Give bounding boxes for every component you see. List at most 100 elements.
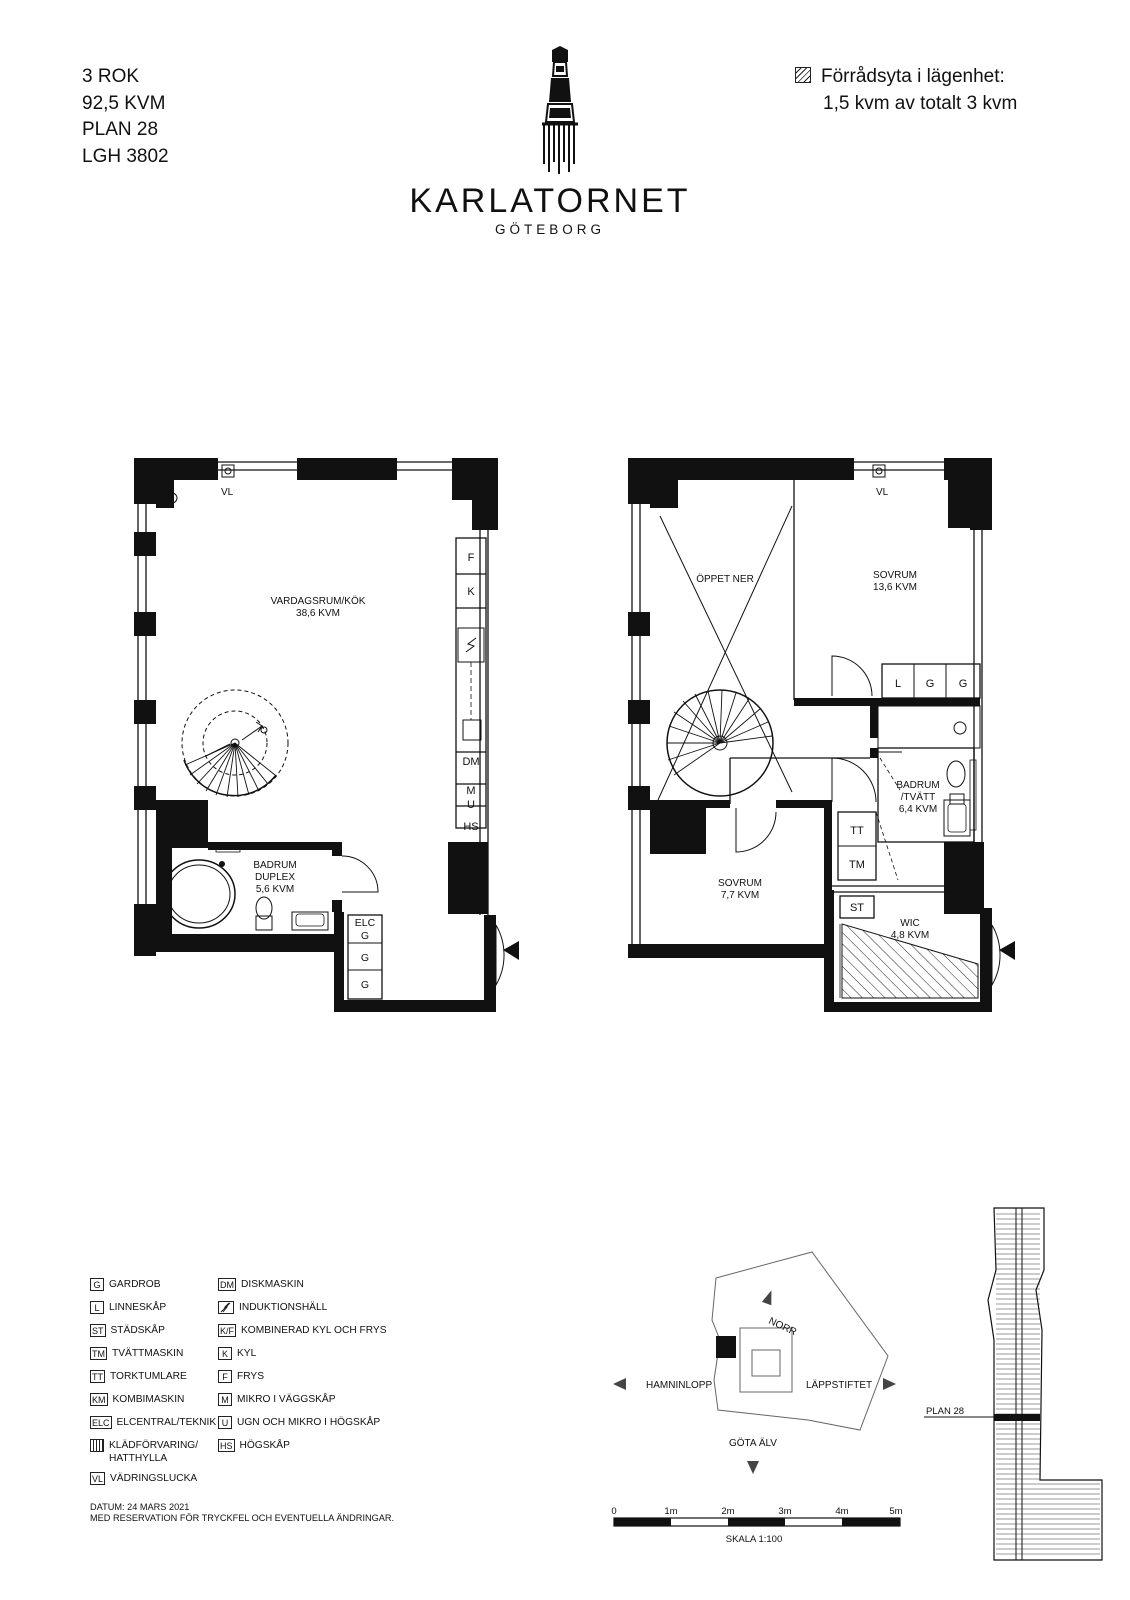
label-wic-name: WIC bbox=[900, 918, 919, 929]
legend-code: K/F bbox=[218, 1324, 237, 1337]
legend-item: KLÄDFÖRVARING/HATTHYLLA bbox=[90, 1439, 198, 1465]
legend-item: INDUKTIONSHÄLL bbox=[218, 1301, 327, 1314]
legend-item: K/F KOMBINERAD KYL OCH FRYS bbox=[218, 1324, 387, 1337]
storage-note: Förrådsyta i lägenhet: 1,5 kvm av totalt… bbox=[795, 64, 1017, 117]
label-elevation-floor: PLAN 28 bbox=[926, 1406, 964, 1417]
label-oven: U bbox=[467, 799, 475, 811]
label-wardrobe-1: G bbox=[361, 930, 369, 942]
legend-code: ELC bbox=[90, 1416, 112, 1429]
label-elc: ELC bbox=[355, 917, 376, 929]
label-bed2-area: 7,7 KVM bbox=[721, 890, 759, 901]
label-living-name: VARDAGSRUM/KÖK bbox=[271, 595, 366, 607]
legend-item: F FRYS bbox=[218, 1370, 264, 1383]
label-washer: TM bbox=[849, 859, 865, 871]
legend-code: TT bbox=[90, 1370, 105, 1383]
storage-note-line2: 1,5 kvm av totalt 3 kvm bbox=[823, 92, 1018, 114]
scale-tick-5: 5m bbox=[889, 1506, 902, 1517]
apartment-type: 3 ROK bbox=[82, 66, 140, 87]
legend-label: KOMBIMASKIN bbox=[112, 1394, 185, 1405]
footer-note: DATUM: 24 MARS 2021 MED RESERVATION FÖR … bbox=[90, 1502, 394, 1524]
legend-label: UGN OCH MIKRO I HÖGSKÅP bbox=[237, 1417, 381, 1428]
label-dishwasher: DM bbox=[462, 756, 479, 768]
legend: G GARDROB L LINNESKÅP ST STÄDSKÅP TM TVÄTTMA… bbox=[90, 1278, 410, 1485]
legend-label: KOMBINERAD KYL OCH FRYS bbox=[241, 1325, 387, 1336]
hatch-swatch-icon bbox=[795, 67, 811, 83]
label-fridge: K bbox=[467, 586, 475, 598]
label-lower-vl: VL bbox=[221, 487, 234, 498]
legend-label: GARDROB bbox=[109, 1279, 161, 1290]
legend-code: K bbox=[218, 1347, 232, 1360]
label-south: GÖTA ÄLV bbox=[729, 1437, 777, 1449]
label-cleaning-closet: ST bbox=[850, 902, 864, 914]
label-lower-bath-area: 5,6 KVM bbox=[256, 884, 294, 895]
label-linen: L bbox=[895, 678, 901, 690]
label-wardrobe-3: G bbox=[361, 979, 369, 991]
legend-label: HÖGSKÅP bbox=[239, 1440, 290, 1451]
scale-tick-3: 3m bbox=[778, 1506, 791, 1517]
label-bed1-area: 13,6 KVM bbox=[873, 582, 917, 593]
clothes-rail-icon bbox=[90, 1439, 104, 1452]
legend-item: TM TVÄTTMASKIN bbox=[90, 1347, 183, 1360]
lower-floor-plan bbox=[134, 458, 519, 1012]
label-microwave: M bbox=[466, 785, 475, 797]
label-tall-cabinet: HS bbox=[463, 821, 478, 833]
label-wic-area: 4,8 KVM bbox=[891, 930, 929, 941]
legend-code: F bbox=[218, 1370, 232, 1383]
induction-hob-icon bbox=[218, 1301, 234, 1314]
legend-label: FRYS bbox=[237, 1371, 264, 1382]
legend-item: L LINNESKÅP bbox=[90, 1301, 166, 1314]
legend-label: INDUKTIONSHÄLL bbox=[239, 1302, 328, 1313]
legend-label: KYL bbox=[237, 1348, 257, 1359]
legend-label: TVÄTTMASKIN bbox=[112, 1348, 184, 1359]
apartment-unit: LGH 3802 bbox=[82, 145, 169, 167]
karlatornet-logo-icon bbox=[542, 46, 578, 174]
label-north: NORR bbox=[767, 1316, 798, 1338]
legend-code: TM bbox=[90, 1347, 107, 1360]
legend-label: LINNESKÅP bbox=[109, 1302, 167, 1313]
label-upper-wardrobe-2: G bbox=[959, 678, 968, 690]
storage-note-line1: Förrådsyta i lägenhet: bbox=[821, 66, 1005, 87]
label-east: LÄPPSTIFTET bbox=[806, 1379, 872, 1391]
legend-code: G bbox=[90, 1278, 104, 1291]
legend-code: ST bbox=[90, 1324, 106, 1337]
footer-date: DATUM: 24 MARS 2021 bbox=[90, 1502, 190, 1512]
legend-label: VÄDRINGSLUCKA bbox=[110, 1473, 198, 1484]
brand-city: GÖTEBORG bbox=[494, 222, 605, 237]
apartment-info: 3 ROK 92,5 KVM PLAN 28 LGH 3802 bbox=[82, 64, 169, 170]
label-west: HAMNINLOPP bbox=[646, 1380, 712, 1391]
label-lower-bath-name: BADRUM bbox=[253, 860, 296, 871]
legend-code: L bbox=[90, 1301, 104, 1314]
legend-label: DISKMASKIN bbox=[241, 1279, 304, 1290]
scale-tick-1: 1m bbox=[664, 1506, 677, 1517]
legend-label: STÄDSKÅP bbox=[110, 1325, 165, 1336]
legend-item: G GARDROB bbox=[90, 1278, 161, 1291]
brand-name: KARLATORNET bbox=[409, 182, 691, 220]
label-upper-bath-area: 6,4 KVM bbox=[899, 804, 937, 815]
legend-item: HS HÖGSKÅP bbox=[218, 1439, 290, 1452]
scale-label: SKALA 1:100 bbox=[726, 1534, 783, 1545]
legend-label-line2: HATTHYLLA bbox=[109, 1453, 168, 1464]
label-upper-bath-sub: /TVÄTT bbox=[901, 791, 935, 803]
label-dryer: TT bbox=[850, 825, 864, 837]
lower-floor-labels: VL VARDAGSRUM/KÖK 38,6 KVM BADRUM DUPLEX… bbox=[221, 487, 480, 991]
label-bed2-name: SOVRUM bbox=[718, 878, 762, 889]
label-living-area: 38,6 KVM bbox=[296, 608, 340, 619]
label-lower-bath-sub: DUPLEX bbox=[255, 872, 295, 883]
legend-item: ST STÄDSKÅP bbox=[90, 1324, 165, 1337]
tower-elevation: PLAN 28 bbox=[924, 1207, 1103, 1561]
legend-code: HS bbox=[218, 1439, 235, 1452]
label-bed1-name: SOVRUM bbox=[873, 570, 917, 581]
label-upper-wardrobe-1: G bbox=[926, 678, 935, 690]
footer-disclaimer: MED RESERVATION FÖR TRYCKFEL OCH EVENTUE… bbox=[90, 1513, 395, 1523]
legend-item: K KYL bbox=[218, 1347, 256, 1360]
scale-tick-4: 4m bbox=[835, 1506, 848, 1517]
